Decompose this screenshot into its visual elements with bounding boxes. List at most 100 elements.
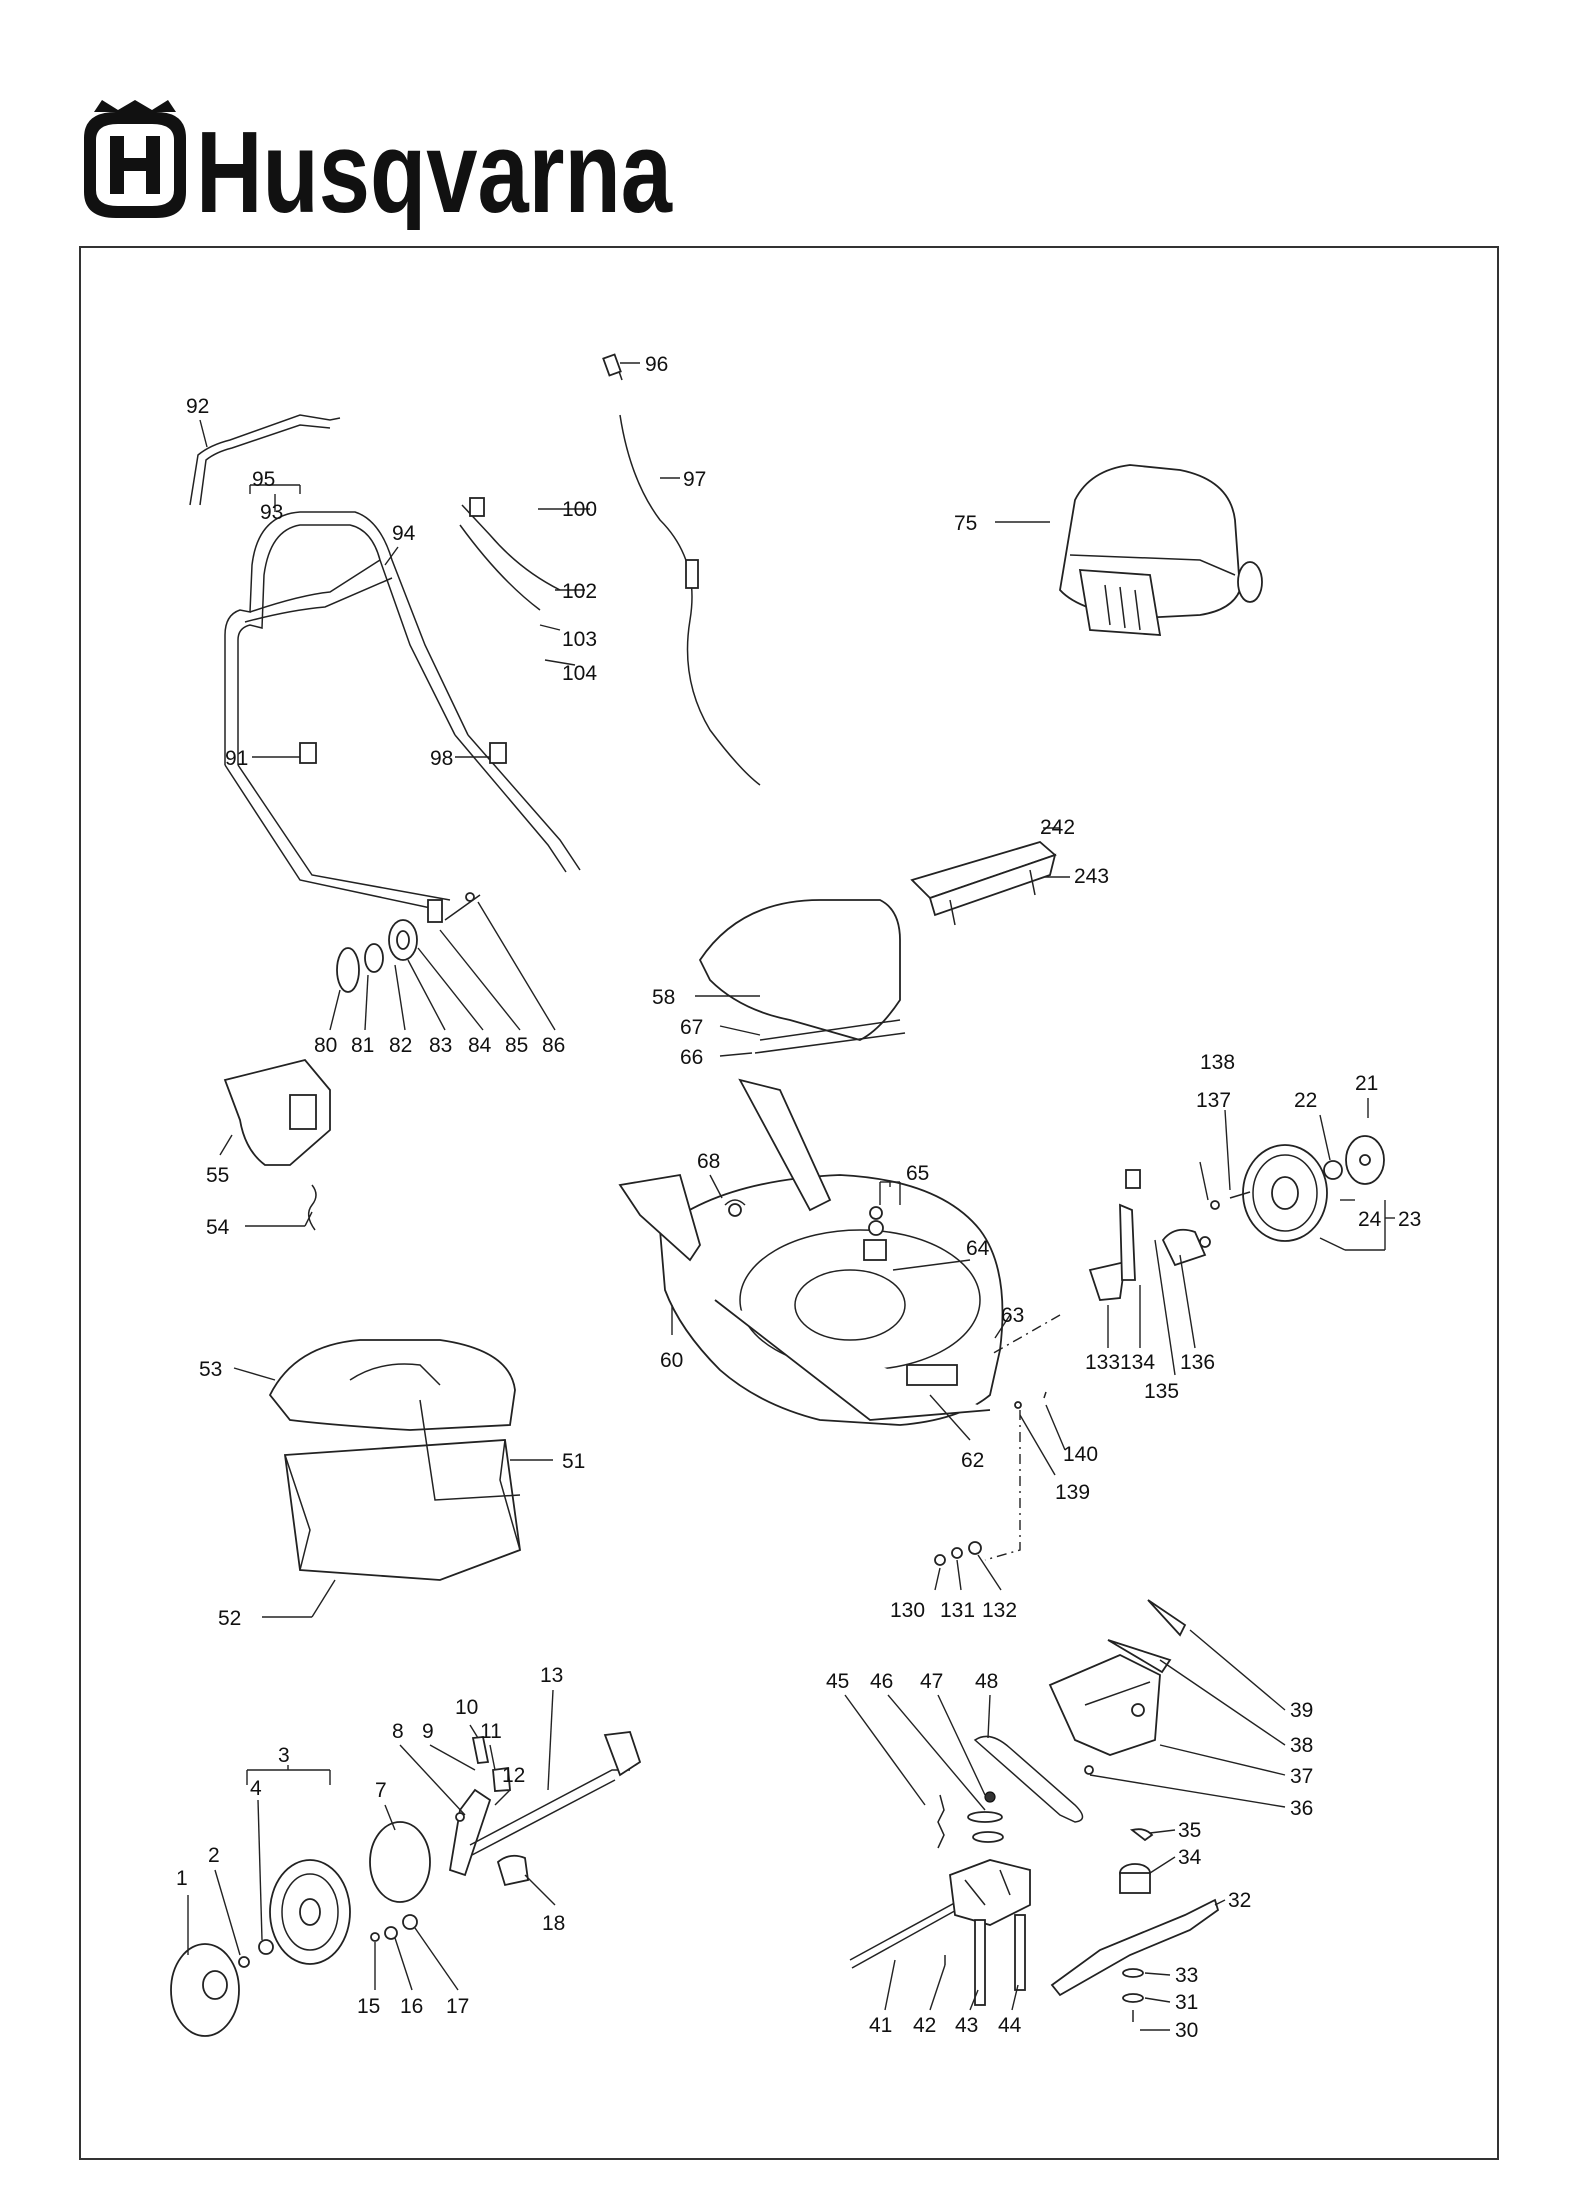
side-deflector: [223, 1058, 331, 1231]
part-number-label: 33: [1175, 1964, 1198, 1987]
part-number-label: 21: [1355, 1072, 1378, 1095]
handle-clamp-91: [299, 742, 317, 764]
parts-artwork: [170, 353, 1385, 2037]
part-number-label: 132: [982, 1599, 1017, 1622]
part-number-label: 93: [260, 501, 283, 524]
lower-handle: [224, 734, 581, 911]
rear-cover: [910, 840, 1057, 926]
part-number-label: 104: [562, 662, 597, 685]
part-number-label: 97: [683, 468, 706, 491]
part-number-label: 92: [186, 395, 209, 418]
part-number-label: 32: [1228, 1889, 1251, 1912]
height-adjuster-right: [934, 1169, 1251, 1566]
part-number-label: 10: [455, 1696, 478, 1719]
part-number-label: 37: [1290, 1765, 1313, 1788]
part-number-label: 23: [1398, 1208, 1421, 1231]
part-number-label: 81: [351, 1034, 374, 1057]
part-number-label: 75: [954, 512, 977, 535]
height-adjust-parts: [336, 892, 481, 993]
part-number-label: 3: [278, 1744, 290, 1767]
part-number-label: 2: [208, 1844, 220, 1867]
part-number-label: 36: [1290, 1797, 1313, 1820]
part-number-label: 58: [652, 986, 675, 1009]
part-number-label: 47: [920, 1670, 943, 1693]
part-number-label: 95: [252, 468, 275, 491]
part-number-label: 24: [1358, 1208, 1382, 1231]
part-number-label: 136: [1180, 1351, 1215, 1374]
part-number-label: 4: [250, 1777, 262, 1800]
rear-wheel-right: [1242, 1135, 1385, 1242]
part-number-label: 60: [660, 1349, 683, 1372]
part-number-label: 103: [562, 628, 597, 651]
part-number-label: 137: [1196, 1089, 1231, 1112]
part-number-label: 138: [1200, 1051, 1235, 1074]
diagram-frame: [79, 246, 1499, 2160]
part-number-label: 18: [542, 1912, 565, 1935]
part-number-label: 133: [1085, 1351, 1120, 1374]
part-number-label: 134: [1120, 1351, 1155, 1374]
brand-name: Husqvarna: [196, 107, 673, 230]
brake-cable: [459, 497, 561, 611]
part-number-label: 38: [1290, 1734, 1313, 1757]
front-wheel-assembly: [170, 1731, 642, 2037]
part-number-label: 15: [357, 1995, 380, 2018]
husqvarna-logo: Husqvarna: [84, 100, 673, 230]
part-number-label: 96: [645, 353, 668, 376]
drive-assembly: [849, 1599, 1220, 2022]
grass-bag: [268, 1339, 521, 1581]
part-number-label: 41: [869, 2014, 892, 2037]
part-number-label: 102: [562, 580, 597, 603]
part-number-label: 55: [206, 1164, 229, 1187]
part-number-label: 98: [430, 747, 453, 770]
part-number-label: 130: [890, 1599, 925, 1622]
part-number-label: 68: [697, 1150, 720, 1173]
part-number-label: 31: [1175, 1991, 1198, 2014]
part-number-label: 45: [826, 1670, 849, 1693]
part-number-label: 85: [505, 1034, 528, 1057]
crown-h-emblem-icon: [84, 100, 186, 218]
part-number-label: 35: [1178, 1819, 1201, 1842]
part-number-label: 51: [562, 1450, 585, 1473]
part-number-label: 242: [1040, 816, 1075, 839]
part-number-label: 52: [218, 1607, 241, 1630]
part-number-label: 139: [1055, 1481, 1090, 1504]
part-number-label: 67: [680, 1016, 703, 1039]
handle-rod-92: [189, 414, 341, 506]
part-number-label: 1: [176, 1867, 188, 1890]
part-number-label: 22: [1294, 1089, 1317, 1112]
part-number-label: 82: [389, 1034, 412, 1057]
part-number-label: 84: [468, 1034, 492, 1057]
part-number-label: 34: [1178, 1846, 1202, 1869]
part-number-label: 63: [1001, 1304, 1024, 1327]
part-number-label: 135: [1144, 1380, 1179, 1403]
part-number-label: 30: [1175, 2019, 1198, 2042]
part-number-label: 42: [913, 2014, 936, 2037]
part-labels: 1 2 3 4 7 8 9 10 11 12 13 15 16 17 18 21…: [176, 353, 1421, 2042]
part-number-label: 80: [314, 1034, 337, 1057]
throttle-cable: [602, 353, 761, 786]
part-number-label: 48: [975, 1670, 998, 1693]
part-number-label: 39: [1290, 1699, 1313, 1722]
part-number-label: 17: [446, 1995, 469, 2018]
part-number-label: 64: [966, 1237, 990, 1260]
part-number-label: 131: [940, 1599, 975, 1622]
part-number-label: 9: [422, 1720, 434, 1743]
part-number-label: 16: [400, 1995, 423, 2018]
part-number-label: 43: [955, 2014, 978, 2037]
part-number-label: 54: [206, 1216, 230, 1239]
part-number-label: 86: [542, 1034, 565, 1057]
part-number-label: 46: [870, 1670, 893, 1693]
part-number-label: 11: [480, 1720, 502, 1743]
part-number-label: 91: [225, 747, 248, 770]
leader-lines: [187, 362, 1395, 2031]
part-number-label: 12: [502, 1764, 525, 1787]
part-number-label: 83: [429, 1034, 452, 1057]
part-number-label: 13: [540, 1664, 563, 1687]
upper-handle: [224, 511, 469, 765]
part-number-label: 44: [998, 2014, 1022, 2037]
part-number-label: 62: [961, 1449, 984, 1472]
mower-deck: [618, 1078, 1004, 1426]
bearing-parts: [863, 1206, 887, 1261]
handle-clamp-98: [489, 742, 507, 764]
